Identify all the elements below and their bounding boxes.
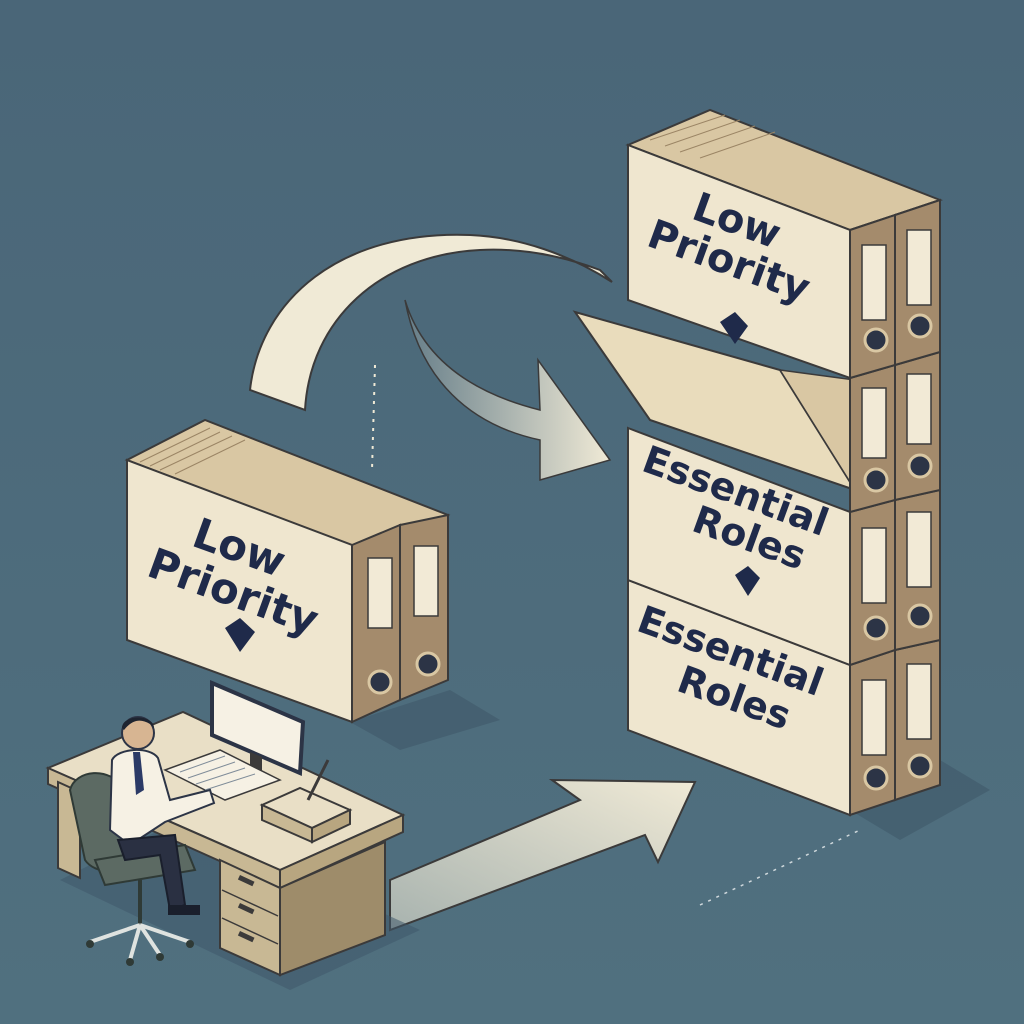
person <box>108 716 216 915</box>
star-icon <box>720 312 748 344</box>
star-icon <box>225 618 255 652</box>
monitor <box>210 679 306 776</box>
straight-arrow <box>389 778 697 932</box>
curved-arrow-upper <box>248 233 613 412</box>
left-binder-stack: Low Priority <box>124 418 500 750</box>
desk-scene <box>45 679 420 990</box>
curved-arrow-lower <box>404 299 612 481</box>
dotted-guide-floor <box>699 829 861 906</box>
star-icon <box>735 566 760 596</box>
right-binder-stack: Essential Roles Essential Roles Low <box>572 108 990 840</box>
